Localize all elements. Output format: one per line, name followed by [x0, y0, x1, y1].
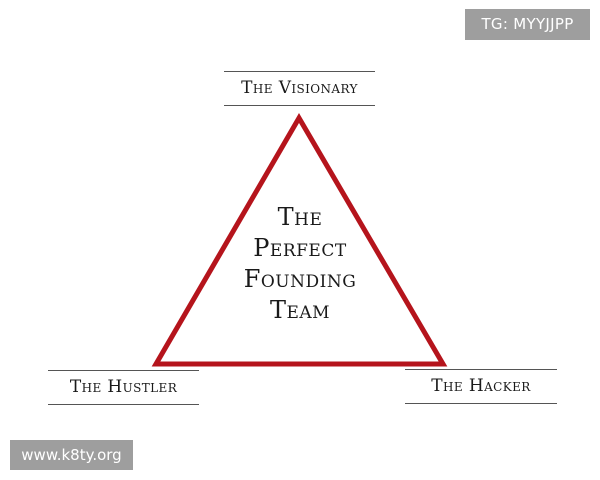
- center-title-line-3: Founding: [243, 265, 357, 293]
- center-title-line-2: Perfect: [253, 234, 347, 262]
- triangle-outline: [151, 113, 448, 367]
- role-hustler-label: The Hustler: [48, 370, 199, 405]
- center-title: The Perfect Founding Team: [225, 202, 375, 326]
- center-title-line-4: Team: [269, 296, 331, 324]
- tg-watermark: TG: MYYJJPP: [465, 9, 590, 40]
- role-hacker-label: The Hacker: [405, 369, 557, 404]
- role-visionary-label: The Visionary: [224, 71, 375, 106]
- site-watermark: www.k8ty.org: [10, 440, 133, 470]
- center-title-line-1: The: [277, 203, 323, 231]
